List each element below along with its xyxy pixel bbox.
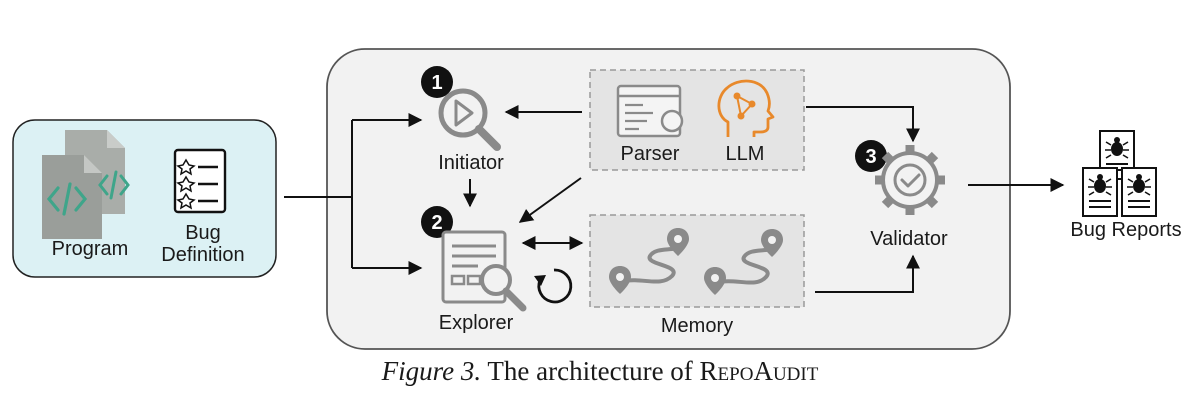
llm-icon — [717, 79, 775, 137]
validator-label: Validator — [870, 228, 948, 250]
initiator-icon — [438, 88, 501, 151]
step-3-badge: 3 — [855, 140, 887, 172]
parser-icon — [616, 84, 684, 138]
bug-reports-icon — [1082, 130, 1157, 217]
explorer-label: Explorer — [439, 312, 514, 334]
memory-to-validator-arrow — [815, 254, 920, 293]
path-icon-2 — [704, 229, 783, 295]
loop-icon — [534, 268, 573, 304]
program-icon — [42, 130, 130, 239]
bug-def-label-line2: Definition — [161, 244, 244, 266]
input-arrows — [284, 113, 423, 275]
memory-box — [589, 214, 805, 308]
parser-to-explorer-arrow — [518, 177, 582, 223]
step-3-number: 3 — [865, 146, 876, 168]
initiator-label: Initiator — [438, 152, 504, 174]
path-icon-1 — [609, 228, 689, 294]
step-1-badge: 1 — [421, 66, 453, 98]
llm-label: LLM — [726, 143, 765, 165]
memory-label: Memory — [661, 315, 733, 337]
caption-prefix: Figure 3. — [381, 356, 482, 386]
tools-to-validator-arrow — [806, 106, 920, 143]
step-2-badge: 2 — [421, 206, 453, 238]
bug-reports-label: Bug Reports — [1070, 219, 1181, 241]
validator-gear-icon — [875, 145, 945, 215]
bug-definition-icon — [173, 148, 227, 214]
explorer-icon — [441, 230, 527, 312]
program-label: Program — [52, 238, 129, 260]
parser-label: Parser — [621, 143, 680, 165]
step-1-number: 1 — [431, 72, 442, 94]
caption-text: The architecture of — [487, 356, 693, 386]
bug-def-label-line1: Bug — [185, 222, 221, 244]
figure-caption: Figure 3. The architecture of RepoAudit — [0, 356, 1200, 387]
step-2-number: 2 — [431, 212, 442, 234]
caption-name: RepoAudit — [699, 356, 819, 386]
